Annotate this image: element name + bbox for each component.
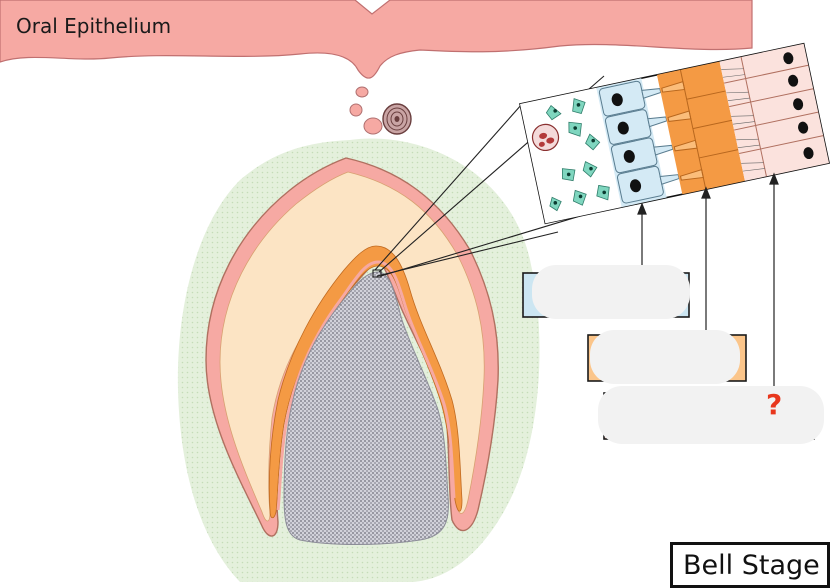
epithelial-rest-1 xyxy=(355,86,369,98)
epithelial-pearl xyxy=(382,103,412,135)
magnification-focus xyxy=(372,269,382,278)
answer-mask-3[interactable] xyxy=(598,386,824,444)
oral-epithelium-band xyxy=(0,0,753,79)
cell-layer-inset xyxy=(519,42,830,225)
desmosome-lines xyxy=(721,68,765,172)
question-mark: ? xyxy=(766,388,783,421)
inner-enamel-epithelium xyxy=(268,245,463,519)
blood-vessel xyxy=(531,123,560,152)
stage-label-box: Bell Stage xyxy=(670,542,830,588)
predentin-line xyxy=(276,260,456,511)
epithelium-notch xyxy=(354,0,391,15)
pointer-arrows xyxy=(637,172,779,390)
answer-mask-2[interactable] xyxy=(590,330,740,384)
epithelial-rest-3 xyxy=(363,117,383,135)
dental-papilla xyxy=(283,271,449,545)
epithelial-rest-2 xyxy=(349,103,363,117)
answer-mask-1[interactable] xyxy=(532,265,690,319)
stratum-cells xyxy=(724,56,824,177)
stage-label: Bell Stage xyxy=(683,550,820,581)
oral-epithelium-label: Oral Epithelium xyxy=(16,14,172,38)
